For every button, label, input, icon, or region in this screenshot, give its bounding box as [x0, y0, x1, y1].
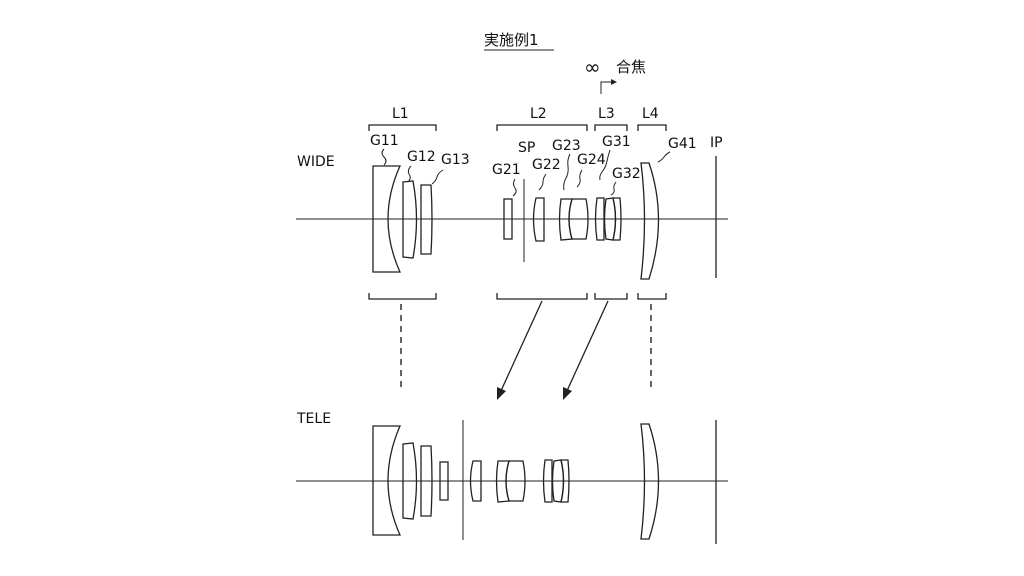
mode-tele-label: TELE [296, 411, 331, 427]
element-label-g41: G41 [668, 136, 697, 152]
lens-group-l3-wide [594, 197, 622, 241]
lens-g24-wide [568, 198, 589, 240]
lens-group-l2-tele [439, 460, 526, 503]
lens-group-l1-tele [372, 425, 433, 536]
element-label-g24: G24 [577, 152, 606, 168]
bracket-l3: L3 [594, 106, 628, 131]
focus-label: 合焦 [616, 58, 646, 76]
element-label-g13: G13 [441, 152, 470, 168]
bracket-l1: L1 [368, 106, 437, 131]
group-label-l3: L3 [598, 106, 615, 122]
movement-arrow-l3 [563, 300, 609, 400]
diagram-title: 実施例1 [484, 31, 539, 49]
lens-group-l3-tele [542, 459, 570, 503]
lens-g13-wide [420, 184, 433, 255]
lens-g41-wide [640, 162, 660, 280]
lower-bracket-l2 [496, 293, 588, 300]
element-label-g12: G12 [407, 149, 436, 165]
lens-g11-wide [372, 165, 402, 273]
movement-arrow-l2 [497, 300, 543, 400]
lens-g33-tele [560, 459, 570, 503]
lens-g31-tele [542, 459, 553, 503]
lens-g31-wide [594, 197, 605, 241]
leader-lines [381, 148, 671, 197]
element-label-g32: G32 [612, 166, 641, 182]
lens-g41-tele [640, 423, 660, 540]
lower-bracket-l4 [637, 293, 667, 300]
lens-group-l4-tele [640, 423, 660, 540]
focus-arrow-icon [600, 79, 617, 94]
lens-g21-tele [439, 461, 449, 501]
lens-g24-tele [505, 460, 526, 502]
element-label-g11: G11 [370, 133, 399, 149]
group-label-l2: L2 [530, 106, 547, 122]
group-label-l4: L4 [642, 106, 659, 122]
element-label-g31: G31 [602, 134, 631, 150]
lens-g22-tele [469, 460, 482, 502]
bracket-l4: L4 [637, 106, 667, 131]
bracket-l2: L2 [496, 106, 588, 131]
image-plane-label: IP [710, 135, 723, 151]
stop-label: SP [518, 140, 535, 156]
lens-group-l4-wide [640, 162, 660, 280]
mode-wide-label: WIDE [297, 154, 335, 170]
lens-g22-wide [532, 197, 545, 242]
element-label-g22: G22 [532, 157, 561, 173]
element-label-g23: G23 [552, 138, 581, 154]
lens-g12-tele [402, 442, 418, 520]
group-label-l1: L1 [392, 106, 409, 122]
lower-bracket-l1 [368, 293, 437, 300]
lens-g11-tele [372, 425, 401, 536]
lower-bracket-l3 [594, 293, 628, 300]
lens-group-l2-wide [503, 197, 589, 242]
lens-g21-wide [503, 198, 513, 240]
lens-g13-tele [420, 445, 433, 517]
element-label-g21: G21 [492, 162, 521, 178]
lens-g12-wide [402, 180, 418, 259]
lens-g33-wide [612, 197, 622, 241]
lens-group-l1-wide [372, 165, 433, 273]
focus-infinity-symbol: ∞ [584, 55, 601, 79]
